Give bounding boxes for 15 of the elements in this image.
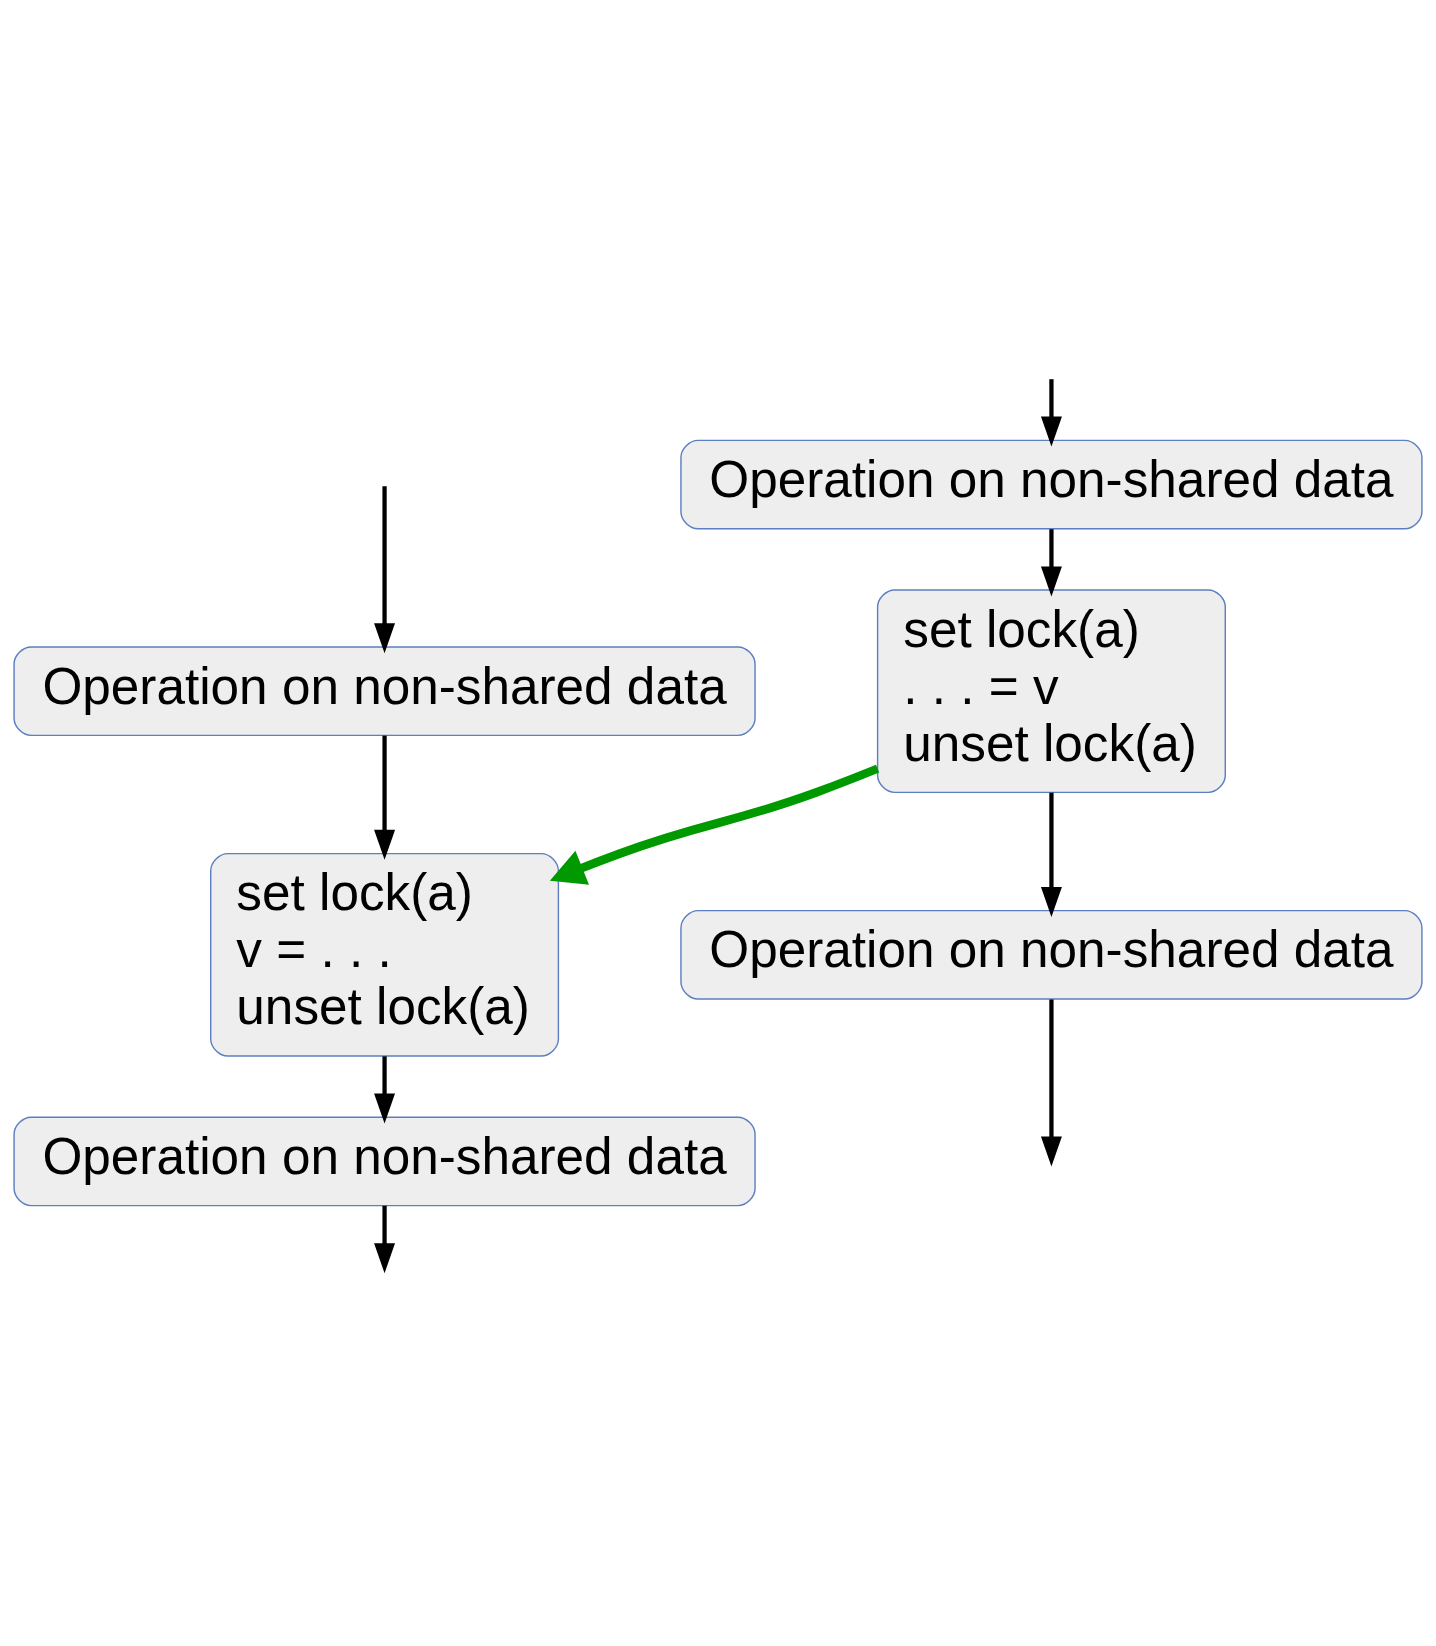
node-box: set lock(a) . . . = v unset lock(a) — [876, 589, 1226, 794]
arrow — [1040, 792, 1062, 917]
arrow — [1040, 529, 1062, 597]
node-box: Operation on non-shared data — [680, 909, 1423, 1000]
node-box: set lock(a) v = . . . unset lock(a) — [210, 852, 560, 1057]
node-box: Operation on non-shared data — [13, 646, 756, 737]
node-box: Operation on non-shared data — [680, 439, 1423, 530]
arrow — [549, 764, 880, 885]
node-box: Operation on non-shared data — [13, 1116, 756, 1207]
arrow — [1040, 999, 1062, 1167]
arrow — [374, 1056, 396, 1124]
arrow — [1040, 379, 1062, 447]
arrow — [374, 486, 396, 654]
arrow — [374, 1205, 396, 1274]
arrow — [374, 735, 396, 860]
